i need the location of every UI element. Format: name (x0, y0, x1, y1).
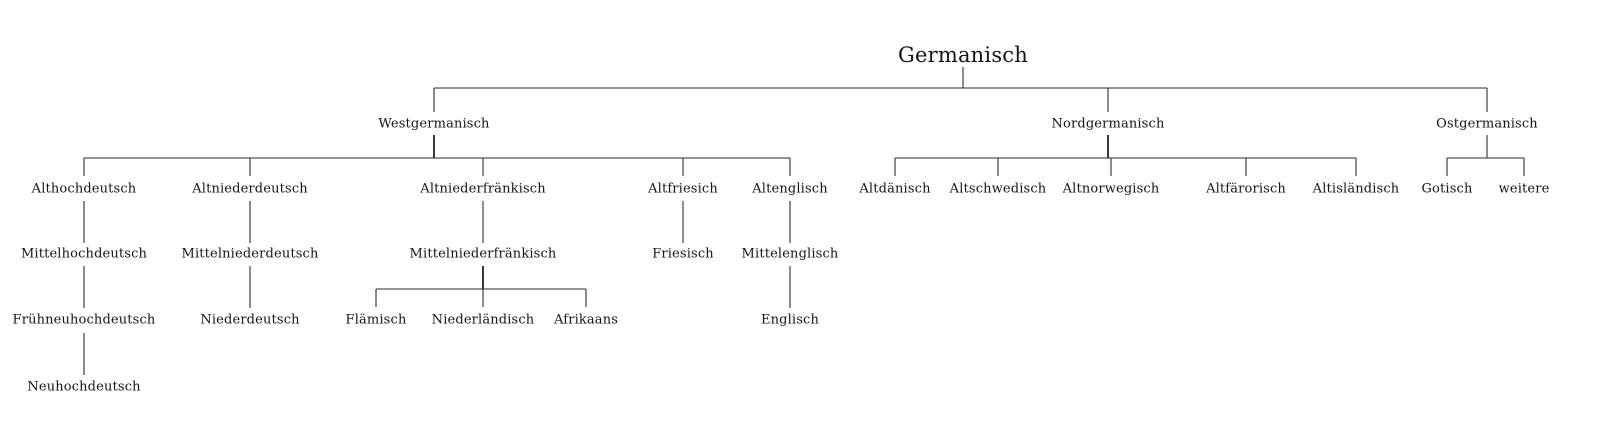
node-mittelenglisch: Mittelenglisch (739, 246, 841, 262)
node-niederdeutsch: Niederdeutsch (198, 312, 302, 328)
connectors-level-1 (433, 67, 1488, 112)
node-altnorwegisch: Altnorwegisch (1060, 181, 1162, 197)
node-altschwedisch: Altschwedisch (947, 181, 1049, 197)
node-ostgermanisch: Ostgermanisch (1434, 116, 1540, 132)
node-friesisch: Friesisch (650, 246, 716, 262)
node-neuhochdeutsch: Neuhochdeutsch (25, 379, 143, 395)
connectors-westgermanisch (83, 135, 791, 176)
node-altfaerorisch: Altfärorisch (1204, 181, 1288, 197)
node-westgermanisch: Westgermanisch (376, 116, 492, 132)
connectors-ostgermanisch (1446, 135, 1525, 176)
node-weitere: weitere (1496, 181, 1552, 197)
node-afrikaans: Afrikaans (551, 312, 621, 328)
node-fruehneuhochdeutsch: Frühneuhochdeutsch (10, 312, 158, 328)
node-englisch: Englisch (758, 312, 822, 328)
node-mittelniederfraenkisch: Mittelniederfränkisch (407, 246, 559, 262)
node-germanisch: Germanisch (896, 43, 1030, 67)
connectors-nordgermanisch (894, 135, 1357, 176)
node-mittelniederdeutsch: Mittelniederdeutsch (179, 246, 321, 262)
node-gotisch: Gotisch (1419, 181, 1475, 197)
node-altenglisch: Altenglisch (750, 181, 830, 197)
node-althochdeutsch: Althochdeutsch (29, 181, 139, 197)
node-mittelhochdeutsch: Mittelhochdeutsch (18, 246, 150, 262)
connectors-chains-row3 (83, 201, 791, 243)
node-flaemisch: Flämisch (343, 312, 409, 328)
node-altfriesich: Altfriesich (646, 181, 720, 197)
node-niederlaendisch: Niederländisch (429, 312, 537, 328)
node-altniederdeutsch: Altniederdeutsch (190, 181, 310, 197)
connectors-chains-row4 (83, 266, 791, 308)
connectors-mittelniederfraenkisch (375, 266, 587, 307)
node-altislaendisch: Altisländisch (1310, 181, 1402, 197)
node-altniederfraenkisch: Altniederfränkisch (418, 181, 548, 197)
node-altdaenisch: Altdänisch (857, 181, 933, 197)
node-nordgermanisch: Nordgermanisch (1049, 116, 1167, 132)
